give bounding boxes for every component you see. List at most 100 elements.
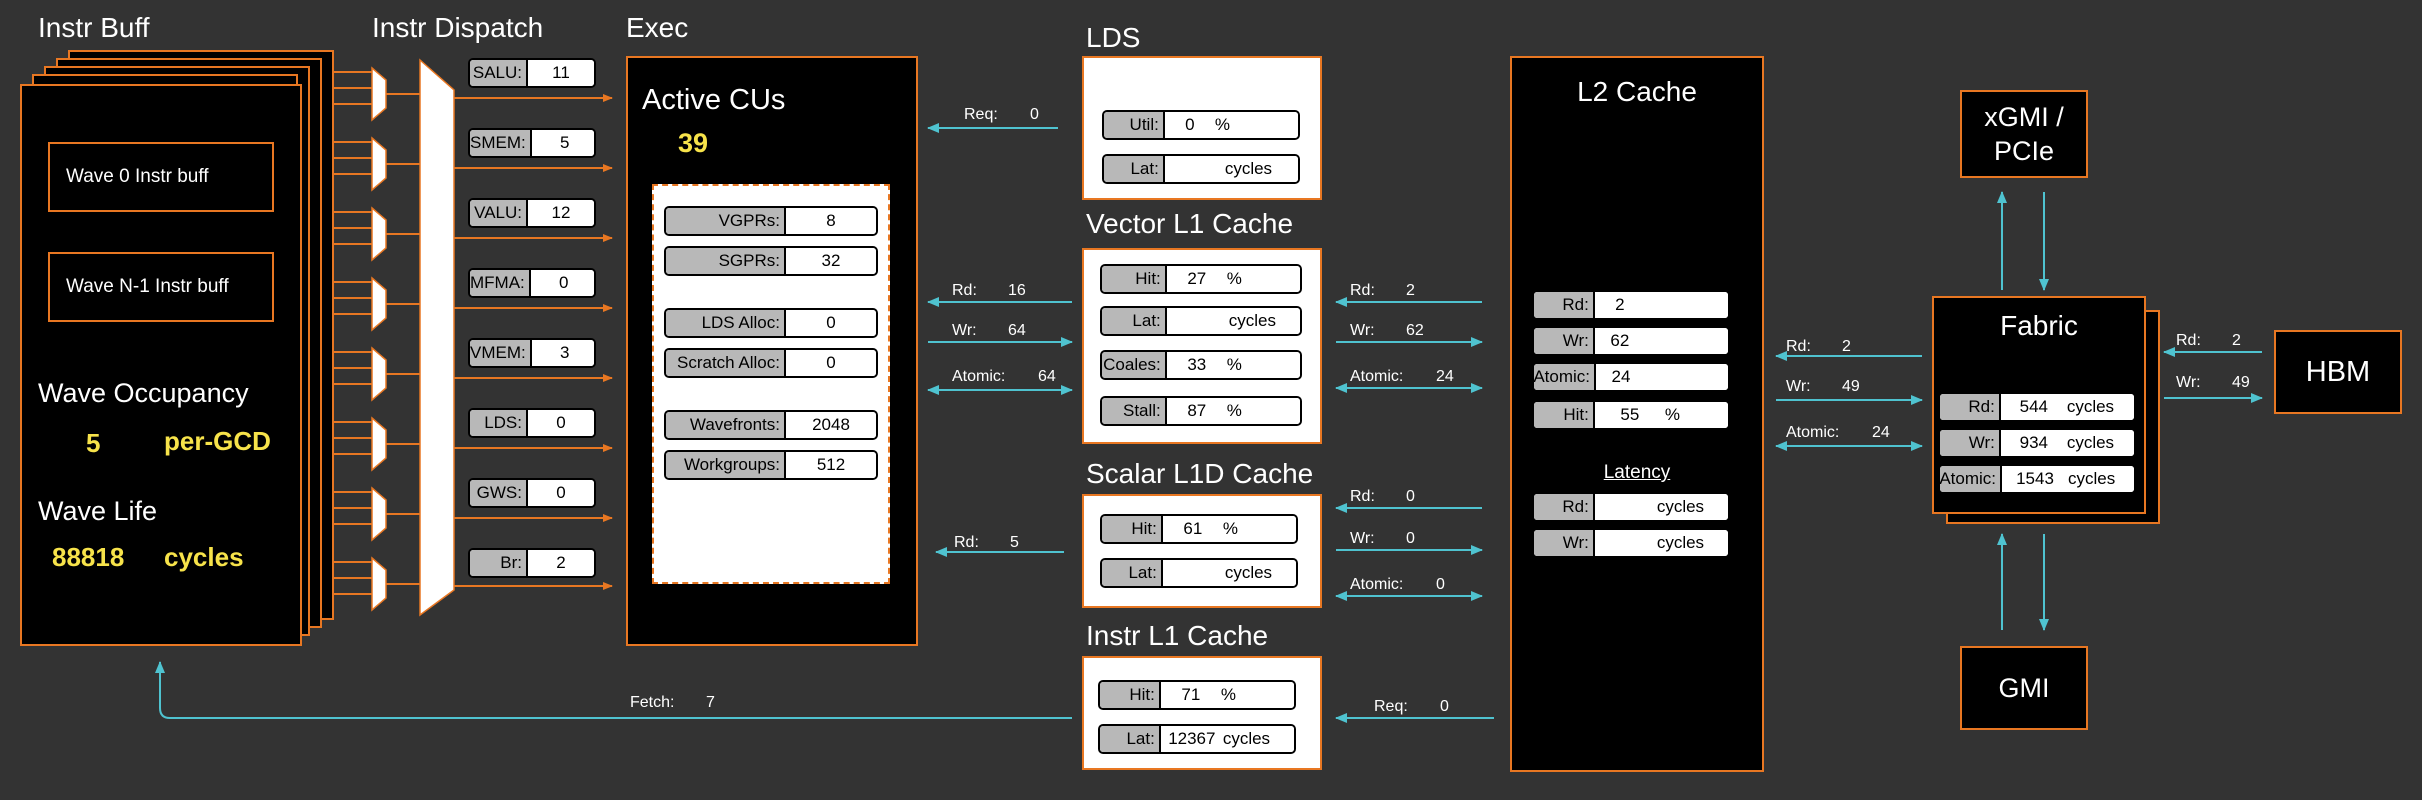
sl1d-l2-wr-value: 0 xyxy=(1406,530,1415,547)
lds-util: Util:0% xyxy=(1102,110,1300,140)
sl1d-exec-rd-label: Rd: xyxy=(954,534,979,551)
active-cus-label: Active CUs xyxy=(642,84,786,116)
active-cus-value: 39 xyxy=(678,128,709,158)
il1-lat-value: 12367 xyxy=(1168,729,1216,748)
exec-vgprs: VGPRs:8 xyxy=(664,206,878,236)
sl1d-l2-wr-label: Wr: xyxy=(1350,530,1375,547)
l2-hit-value-box: 55% xyxy=(1594,402,1728,428)
exec-title: Exec xyxy=(626,12,689,43)
dispatch-gws: GWS:0 xyxy=(468,478,596,508)
dispatch-smem-label: SMEM: xyxy=(470,130,532,156)
dispatch-salu-value-box: 11 xyxy=(528,60,594,86)
exec-sgprs: SGPRs: 32 xyxy=(664,246,878,276)
l2-fabric-atomic-label: Atomic: xyxy=(1786,424,1840,441)
wave-occupancy-label: Wave Occupancy xyxy=(38,378,249,408)
l2-latency-wr-value-box: cycles xyxy=(1594,530,1728,556)
exec-workgroups-value: 512 xyxy=(816,455,846,474)
dispatch-br-value: 2 xyxy=(556,553,566,572)
fetch-label: Fetch: xyxy=(630,694,675,711)
lds-util-unit: % xyxy=(1214,115,1230,134)
l2-title: L2 Cache xyxy=(1577,76,1697,107)
vl1-lat: Lat:cycles xyxy=(1100,306,1302,336)
il1-lat-label: Lat: xyxy=(1100,726,1161,752)
vl1-hit-value: 27 xyxy=(1187,269,1207,288)
exec-wavefronts-value: 2048 xyxy=(812,415,850,434)
cyan-arrows xyxy=(155,123,2263,723)
l2-fabric-atomic-value: 24 xyxy=(1872,424,1890,441)
vl1-exec-atomic-value: 64 xyxy=(1038,368,1056,385)
dispatch-valu: VALU:12 xyxy=(468,198,596,228)
exec-scratchalloc-value: 0 xyxy=(826,353,836,372)
vl1-l2-wr-value: 62 xyxy=(1406,322,1424,339)
dispatch-valu-label: VALU: xyxy=(470,200,528,226)
vl1-stall-label: Stall: xyxy=(1102,398,1167,424)
vl1-coales-label: Coales: xyxy=(1102,352,1167,378)
exec-sgprs-label: SGPRs: xyxy=(666,248,786,274)
fabric-rd-value: 544 xyxy=(2019,397,2049,416)
sl1d-hit-value: 61 xyxy=(1183,519,1203,538)
lds-req-value: 0 xyxy=(1030,106,1039,123)
dispatch-gws-value-box: 0 xyxy=(528,480,594,506)
vl1-coales: Coales:33% xyxy=(1100,350,1302,380)
sl1d-lat-unit: cycles xyxy=(1224,563,1273,582)
instr-buff-panel: Wave 0 Instr buff Wave N-1 Instr buff Wa… xyxy=(20,84,302,646)
wave-occupancy-unit: per-GCD xyxy=(164,426,271,456)
l2-rd-value-box: 2 xyxy=(1594,292,1728,318)
l2-latency-wr-unit: cycles xyxy=(1656,533,1705,552)
vl1-stall-unit: % xyxy=(1226,401,1242,420)
dispatch-output-arrows xyxy=(454,94,613,590)
l2-atomic-label: Atomic: xyxy=(1534,364,1596,390)
vl1-exec-rd-value: 16 xyxy=(1008,282,1026,299)
sl1d-title: Scalar L1D Cache xyxy=(1086,458,1314,489)
exec-sgprs-value: 32 xyxy=(821,251,841,270)
dispatch-lds-value-box: 0 xyxy=(528,410,594,436)
small-muxes xyxy=(371,66,387,612)
vl1-exec-wr-label: Wr: xyxy=(952,322,977,339)
wave-life-label: Wave Life xyxy=(38,496,158,526)
sl1d-hit-value-box: 61% xyxy=(1162,516,1296,542)
fabric-rd-unit: cycles xyxy=(2066,397,2115,416)
dispatch-valu-value-box: 12 xyxy=(528,200,594,226)
vl1-hit-label: Hit: xyxy=(1102,266,1167,292)
sl1d-lat-label: Lat: xyxy=(1102,560,1163,586)
instr-dispatch-title: Instr Dispatch xyxy=(372,12,544,43)
exec-workgroups: Workgroups:512 xyxy=(664,450,878,480)
fabric-hbm-wr-value: 49 xyxy=(2232,374,2250,391)
fabric-atomic-value: 1543 xyxy=(2016,469,2054,488)
wave-occupancy-value: 5 xyxy=(86,428,101,458)
dispatch-lds: LDS:0 xyxy=(468,408,596,438)
sl1d-lat: Lat: cycles xyxy=(1100,558,1298,588)
dispatch-br-label: Br: xyxy=(470,550,528,576)
vl1-hit-unit: % xyxy=(1226,269,1242,288)
exec-ldsalloc-value-box: 0 xyxy=(786,310,876,336)
waven-instr-buff: Wave N-1 Instr buff xyxy=(48,252,274,322)
waven-label: Wave N-1 Instr buff xyxy=(66,276,229,297)
lds-util-label: Util: xyxy=(1104,112,1165,138)
lds-lat-label: Lat: xyxy=(1104,156,1165,182)
wave0-label: Wave 0 Instr buff xyxy=(66,166,209,187)
sl1d-panel xyxy=(1082,494,1322,608)
l2-latency-label: Latency xyxy=(1603,462,1671,483)
dispatch-smem: SMEM: 5 xyxy=(468,128,596,158)
dispatch-mfma-value: 0 xyxy=(559,273,569,292)
l2-wr-value-box: 62 xyxy=(1594,328,1728,354)
vl1-exec-wr-value: 64 xyxy=(1008,322,1026,339)
pcie-label: PCIe xyxy=(1993,136,2055,166)
dispatch-vmem-value: 3 xyxy=(560,343,570,362)
lds-lat: Lat:cycles xyxy=(1102,154,1300,184)
vl1-hit: Hit: 27% xyxy=(1100,264,1302,294)
il1-hit-value-box: 71% xyxy=(1160,682,1294,708)
fabric-wr-unit: cycles xyxy=(2066,433,2115,452)
dispatch-smem-value: 5 xyxy=(560,133,570,152)
dispatch-vmem-value-box: 3 xyxy=(531,340,594,366)
il1-hit: Hit:71% xyxy=(1098,680,1296,710)
exec-workgroups-value-box: 512 xyxy=(786,452,876,478)
exec-ldsalloc-value: 0 xyxy=(826,313,836,332)
exec-scratchalloc: Scratch Alloc:0 xyxy=(664,348,878,378)
il1-hit-label: Hit: xyxy=(1100,682,1161,708)
exec-vgprs-label: VGPRs: xyxy=(666,208,786,234)
fabric-hbm-wr-label: Wr: xyxy=(2176,374,2201,391)
gmi-block: GMI xyxy=(1960,646,2088,730)
